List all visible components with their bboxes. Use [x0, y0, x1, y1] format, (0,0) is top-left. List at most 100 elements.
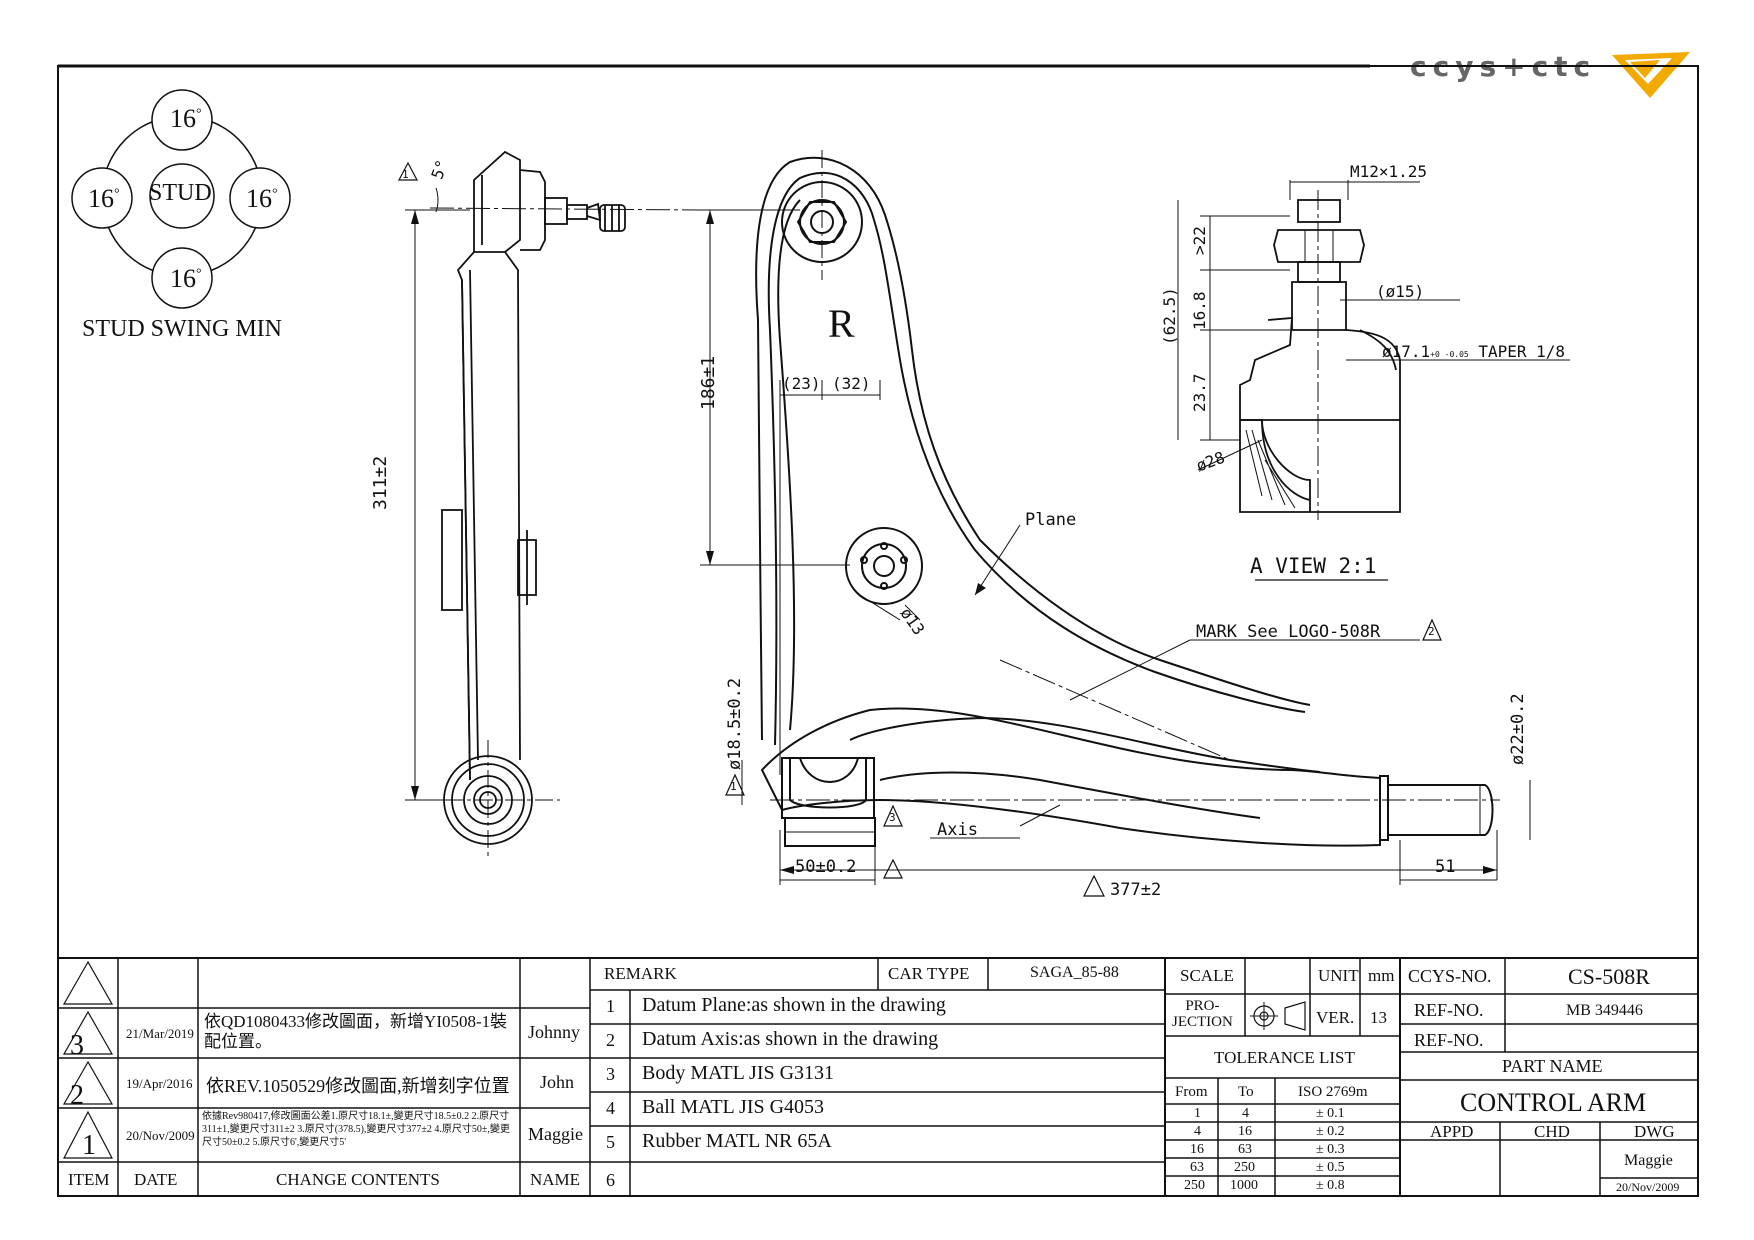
swing-right-value: 16°: [246, 184, 278, 213]
remark-no-2: 2: [606, 1030, 615, 1050]
draw-date: 20/Nov/2009: [1616, 1180, 1680, 1194]
mark-tri-num: 2: [1428, 625, 1435, 638]
tol-val-2: ± 0.2: [1316, 1124, 1345, 1139]
remark-no-1: 1: [606, 996, 615, 1016]
rev-name-2: John: [540, 1072, 575, 1092]
axis-label: Axis: [937, 820, 978, 840]
dim-50: 50±0.2: [795, 857, 857, 877]
rev-contents-3: 依QD1080433修改圖面，新增YI0508-1裝配位置。: [204, 1012, 508, 1051]
rev-name-1: Maggie: [528, 1124, 583, 1144]
unit-label: UNIT: [1318, 966, 1359, 985]
dim-phi18: ø18.5±0.2: [725, 677, 745, 770]
a-dim-22: >22: [1190, 226, 1209, 255]
ver-value: 13: [1370, 1008, 1387, 1027]
side-letter: R: [828, 301, 855, 346]
dim-186: 186±1: [698, 355, 719, 410]
title-block-grid: [58, 957, 1698, 1196]
appd-label: APPD: [1430, 1122, 1474, 1141]
a-thread: M12×1.25: [1350, 162, 1428, 181]
swing-bottom-value: 16°: [170, 264, 202, 293]
ref-no-label-2: REF-NO.: [1414, 1030, 1484, 1050]
remark-text-4: Ball MATL JIS G4053: [642, 1096, 825, 1118]
a-view-detail: [1177, 180, 1570, 581]
side-triangle-mark: 1: [402, 168, 409, 181]
projection-label: PRO- JECTION: [1172, 998, 1233, 1030]
remark-text-5: Rubber MATL NR 65A: [642, 1130, 832, 1152]
tri-1-main: 1: [730, 780, 737, 793]
tol-to-5: 1000: [1230, 1178, 1258, 1193]
a-dim-62: (62.5): [1160, 287, 1179, 345]
swing-top-value: 16°: [170, 104, 202, 133]
dim-phi22: ø22±0.2: [1508, 693, 1528, 765]
tol-val-3: ± 0.3: [1316, 1142, 1345, 1157]
tol-val-4: ± 0.5: [1316, 1160, 1345, 1175]
remark-no-3: 3: [606, 1064, 615, 1084]
tol-val-5: ± 0.8: [1316, 1178, 1345, 1193]
remark-no-5: 5: [606, 1132, 615, 1152]
dim-51: 51: [1435, 857, 1456, 877]
main-view: [700, 150, 1531, 897]
remark-no-4: 4: [606, 1098, 615, 1118]
dim-377: 377±2: [1110, 880, 1162, 900]
swing-center-label: STUD: [149, 180, 212, 206]
remark-text-2: Datum Axis:as shown in the drawing: [642, 1028, 939, 1050]
a-view-title: A VIEW 2:1: [1250, 554, 1377, 578]
part-name-value: CONTROL ARM: [1460, 1088, 1647, 1117]
dim-23: (23): [782, 374, 821, 393]
a-taper: ø17.1+0 -0.05 TAPER 1/8: [1382, 342, 1566, 361]
tol-from-3: 16: [1190, 1142, 1204, 1157]
tol-to-3: 63: [1238, 1142, 1252, 1157]
scale-label: SCALE: [1180, 966, 1234, 985]
remark-text-3: Body MATL JIS G3131: [642, 1062, 835, 1084]
rev-header-name: NAME: [530, 1170, 581, 1189]
car-type-value: SAGA_85-88: [1030, 964, 1119, 981]
rev-date-3: 21/Mar/2019: [126, 1026, 194, 1041]
rev-header-contents: CHANGE CONTENTS: [276, 1170, 440, 1189]
remark-no-6: 6: [606, 1170, 615, 1190]
tol-head-from: From: [1175, 1084, 1208, 1100]
tol-to-4: 250: [1234, 1160, 1255, 1175]
part-name-label: PART NAME: [1502, 1056, 1603, 1076]
mark-label: MARK See LOGO-508R: [1196, 622, 1381, 642]
a-dim-23-7: 23.7: [1190, 373, 1209, 412]
rev-item-1: 1: [82, 1130, 96, 1161]
rev-item-2: 2: [70, 1080, 84, 1111]
rev-header-date: DATE: [134, 1170, 178, 1189]
rev-date-1: 20/Nov/2009: [126, 1128, 195, 1143]
tol-from-2: 4: [1194, 1124, 1201, 1139]
tol-from-4: 63: [1190, 1160, 1204, 1175]
swing-caption: STUD SWING MIN: [82, 316, 282, 342]
tol-to-2: 16: [1238, 1124, 1252, 1139]
ccys-no-value: CS-508R: [1568, 964, 1650, 989]
remark-text-1: Datum Plane:as shown in the drawing: [642, 994, 946, 1016]
ref-no-value: MB 349446: [1566, 1002, 1643, 1019]
plane-label: Plane: [1025, 510, 1077, 530]
tolerance-title: TOLERANCE LIST: [1214, 1048, 1355, 1067]
rev-contents-2: 依REV.1050529修改圖面,新增刻字位置: [206, 1076, 510, 1096]
stud-swing-diagram: [71, 89, 291, 309]
ver-label: VER.: [1316, 1008, 1355, 1027]
side-view: [398, 150, 701, 860]
tol-head-std: ISO 2769m: [1298, 1084, 1368, 1100]
a-dim-phi15: (ø15): [1376, 282, 1425, 301]
dwg-label: DWG: [1634, 1122, 1675, 1141]
unit-value: mm: [1368, 966, 1395, 985]
tol-head-to: To: [1238, 1084, 1254, 1100]
rev-date-2: 19/Apr/2016: [126, 1076, 193, 1091]
dim-32: (32): [832, 374, 871, 393]
tri-3-main: 3: [889, 811, 896, 824]
rev-name-3: Johnny: [528, 1022, 581, 1042]
rev-contents-1: 依據Rev980417,修改圖面公差1.原尺寸18.1±,變更尺寸18.5±0.…: [202, 1111, 510, 1148]
drawer-name: Maggie: [1624, 1152, 1673, 1169]
side-length-label: 311±2: [370, 455, 391, 510]
a-dim-16-8: 16.8: [1190, 291, 1209, 330]
ref-no-label: REF-NO.: [1414, 1000, 1484, 1020]
ccys-no-label: CCYS-NO.: [1408, 966, 1492, 986]
swing-left-value: 16°: [88, 184, 120, 213]
rev-item-3: 3: [70, 1030, 84, 1061]
tol-val-1: ± 0.1: [1316, 1106, 1345, 1121]
tol-to-1: 4: [1242, 1106, 1249, 1121]
rev-header-item: ITEM: [68, 1170, 110, 1189]
car-type-label: CAR TYPE: [888, 964, 970, 983]
